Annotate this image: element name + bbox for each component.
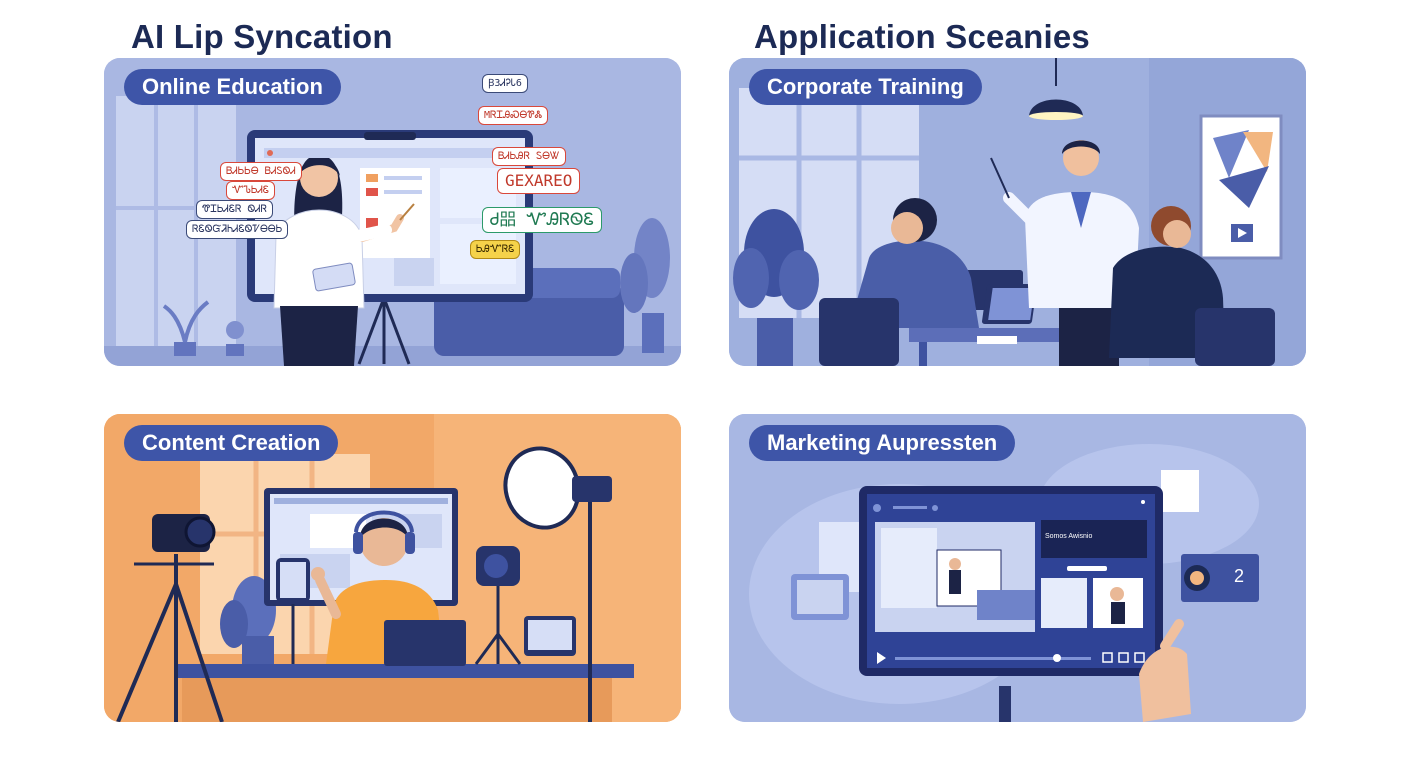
online-education-illustration bbox=[104, 58, 681, 366]
speech-bubble: ᏴᏗᏏᎯᏒ ᏚᎾᏔ bbox=[492, 147, 566, 166]
heading-ai-lip-syncation: AI Lip Syncation bbox=[131, 18, 393, 55]
corporate-training-panel: Corporate Training bbox=[729, 58, 1306, 366]
speech-bubble: GEXAREO bbox=[497, 168, 581, 194]
speech-bubble: ᏉᏖᏏᏗᏋ bbox=[226, 181, 276, 200]
online-education-label: Online Education bbox=[124, 69, 341, 105]
online-education-panel: Online Education Ꞵ3ᏗᎮᏓ6 MᏒᏆᎯᏍᎾᏈᏜ ᏴᏗᏏᎯᏒ Ꮪ… bbox=[104, 58, 681, 366]
card-number: 2 bbox=[1234, 566, 1245, 586]
screen-caption: Somos Awisnio bbox=[1045, 533, 1093, 540]
speech-bubble: ᏡᏆᏏᏗᏋᏒ ᏫᏗᏒ bbox=[196, 200, 273, 219]
corporate-training-illustration bbox=[729, 58, 1306, 366]
speech-bubble: ᏴᏗᏏᏏᎾ ᏴᏗᏚᏫᏗ bbox=[220, 162, 302, 181]
content-creation-panel: Content Creation bbox=[104, 414, 681, 722]
heading-application-scenarios: Application Sceanies bbox=[754, 18, 1090, 55]
corporate-training-label: Corporate Training bbox=[749, 69, 982, 105]
marketing-label: Marketing Aupressten bbox=[749, 425, 1016, 461]
content-creation-illustration bbox=[104, 414, 681, 722]
speech-bubble: Ꞵ3ᏗᎮᏓ6 bbox=[482, 74, 528, 93]
marketing-panel: Marketing Aupressten Somos Awisnio 2 bbox=[729, 414, 1306, 722]
speech-bubble: ᏒᏋᏫᏳᏘᏂᏗᏋᏫᏤᎾᎾᏏ bbox=[186, 220, 289, 239]
content-creation-label: Content Creation bbox=[124, 425, 339, 461]
marketing-illustration bbox=[729, 414, 1306, 722]
speech-bubble: MᏒᏆᎯᏍᎾᏈᏜ bbox=[478, 106, 549, 125]
speech-bubble: Ꮷ㗊 ᏉᎯᏒᏫᏋ bbox=[482, 207, 603, 233]
speech-bubble: ᏏᎯᏉᏒᏋ bbox=[470, 240, 521, 259]
